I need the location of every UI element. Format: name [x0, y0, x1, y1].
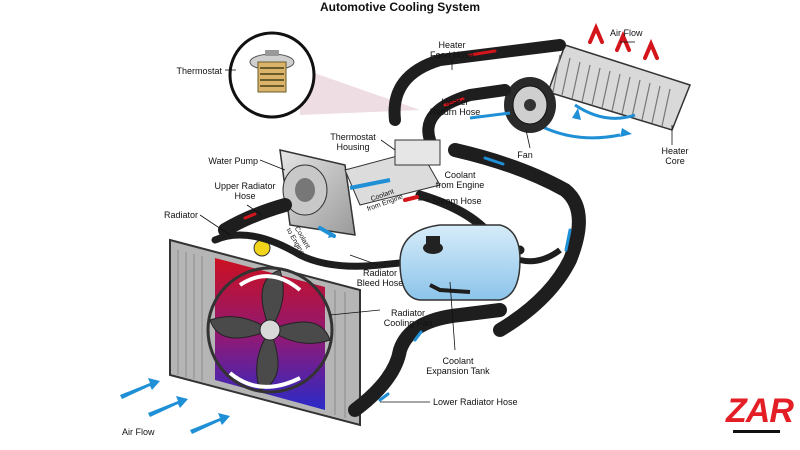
label-radiator: Radiator	[163, 210, 198, 220]
label-water-pump: Water Pump	[208, 156, 258, 166]
return-hose-loop	[448, 143, 586, 337]
label-air-flow-top: Air Flow	[610, 28, 643, 38]
label-coolant-expansion-tank: Coolant Expansion Tank	[426, 356, 490, 376]
leader-lines	[199, 41, 673, 403]
label-heater-food-hose: Heater Food Hose	[429, 40, 475, 60]
heater-fan	[469, 77, 556, 133]
label-fan: Fan	[517, 150, 533, 160]
brand-underline	[733, 430, 780, 433]
expansion-tank	[399, 224, 562, 301]
label-thermostat: Thermostat	[176, 66, 222, 76]
label-air-flow-bottom: Air Flow	[122, 427, 155, 437]
label-radiator-bleed-hose: Radiator Bleed Hose	[356, 268, 404, 288]
label-lower-radiator-hose: Lower Radiator Hose	[433, 397, 518, 407]
air-flow-arrows	[120, 378, 230, 434]
label-thermostat-housing: Thermostat Housing	[330, 132, 376, 152]
radiator-hoses	[211, 190, 525, 417]
label-coolant-from-engine: Coolant from Engine	[435, 170, 485, 190]
diagram-title: Automotive Cooling System	[319, 0, 480, 14]
heater-core-unit	[529, 22, 691, 143]
label-heater-return-hose: Heater Return Hose	[429, 97, 481, 117]
label-steam-hose: Steam Hose	[432, 196, 482, 206]
radiator-unit	[169, 238, 361, 427]
water-pump-assembly	[279, 139, 441, 236]
label-heater-core: Heater Core	[661, 146, 689, 166]
brand-logo: ZAR	[726, 392, 794, 430]
label-upper-radiator-hose: Upper Radiator Hose	[214, 181, 276, 201]
label-radiator-cooling-fan: Radiator Cooling Fan	[383, 308, 433, 328]
